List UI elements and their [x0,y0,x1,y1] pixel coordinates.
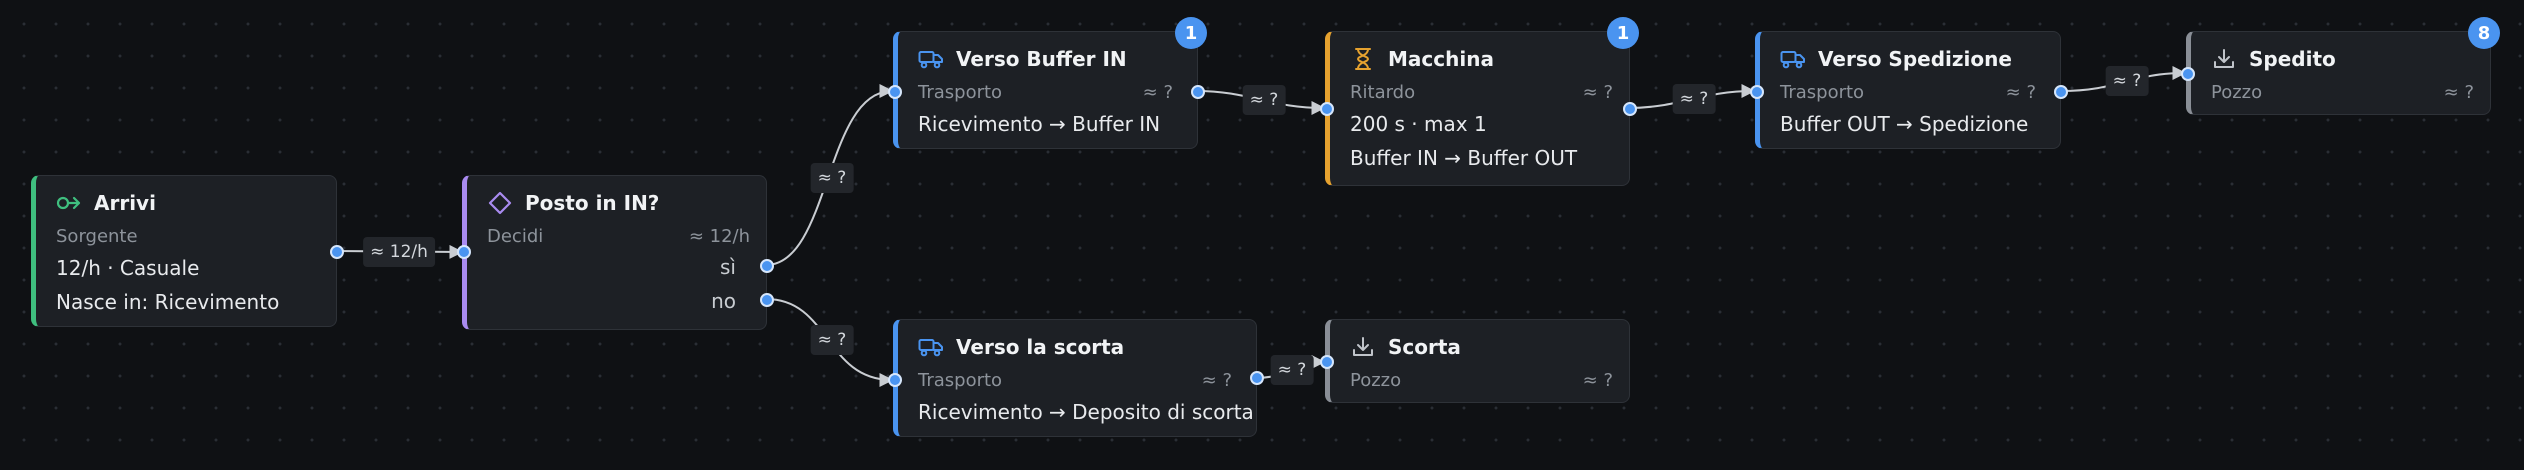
truck-icon [918,335,944,359]
node-type: Ritardo [1350,82,1416,103]
output-port[interactable] [2054,85,2068,99]
node-posto-in-in[interactable]: Posto in IN? Decidi ≈ 12/h sì no [457,175,774,330]
node-route-line: Buffer IN → Buffer OUT [1350,146,1578,170]
output-port-no[interactable] [760,293,774,307]
node-rate: ≈ 12/h [688,226,750,247]
output-label-no: no [711,289,736,313]
node-route-line: Ricevimento → Deposito di scorta [918,400,1254,424]
output-port[interactable] [1191,85,1205,99]
input-port[interactable] [1320,102,1334,116]
node-verso-buffer-in[interactable]: Verso Buffer IN Trasporto ≈ ? Riceviment… [888,17,1207,149]
input-port[interactable] [888,85,902,99]
node-rate: ≈ ? [1582,370,1613,391]
output-port[interactable] [1623,102,1637,116]
edge-label-scorta-scortasink: ≈ ? [1270,355,1314,385]
node-route-line: Buffer OUT → Spedizione [1780,112,2029,136]
truck-icon [918,47,944,71]
sink-download-icon [1350,335,1376,359]
sink-download-icon [2211,47,2237,71]
node-delay-line: 200 s · max 1 [1350,112,1487,136]
node-verso-spedizione[interactable]: Verso Spedizione Trasporto ≈ ? Buffer OU… [1750,31,2068,149]
node-type: Pozzo [1350,370,1402,391]
node-title: Scorta [1388,335,1461,359]
count-badge: 8 [2468,17,2500,49]
output-label-yes: sì [720,255,736,279]
count-badge: 1 [1607,17,1639,49]
input-port[interactable] [2181,67,2195,81]
count-badge: 1 [1175,17,1207,49]
node-rate-line: 12/h · Casuale [56,256,200,280]
edge-label-macchina-spedizione: ≈ ? [1672,84,1716,114]
node-title: Arrivi [94,191,156,215]
decision-diamond-icon [487,191,513,215]
node-type: Sorgente [56,226,138,247]
output-port-yes[interactable] [760,259,774,273]
node-spedito[interactable]: Spedito Pozzo ≈ ? 8 [2181,17,2500,115]
input-port[interactable] [457,245,471,259]
node-origin-line: Nasce in: Ricevimento [56,290,280,314]
node-title: Macchina [1388,47,1494,71]
node-type: Trasporto [1780,82,1865,103]
node-type: Trasporto [918,370,1003,391]
node-rate: ≈ ? [2443,82,2474,103]
edge-label-posto-scorta: ≈ ? [810,325,854,355]
output-port[interactable] [1250,371,1264,385]
node-title: Spedito [2249,47,2336,71]
node-title: Verso Buffer IN [956,47,1127,71]
node-type: Decidi [487,226,544,247]
node-macchina[interactable]: Macchina Ritardo ≈ ? 200 s · max 1 Buffe… [1320,17,1639,186]
node-title: Verso la scorta [956,335,1125,359]
output-port[interactable] [330,245,344,259]
edge-label-buffer-macchina: ≈ ? [1242,85,1286,115]
input-port[interactable] [1750,85,1764,99]
node-title: Posto in IN? [525,191,660,215]
hourglass-icon [1350,47,1376,71]
node-rate: ≈ ? [1582,82,1613,103]
node-rate: ≈ ? [1201,370,1232,391]
node-title: Verso Spedizione [1818,47,2012,71]
edge-label-spedizione-spedito: ≈ ? [2105,66,2149,96]
input-port[interactable] [888,373,902,387]
node-arrivi[interactable]: Arrivi Sorgente 12/h · Casuale Nasce in:… [31,175,344,327]
input-port[interactable] [1320,355,1334,369]
node-type: Trasporto [918,82,1003,103]
edge-label-arrivi-posto: ≈ 12/h [363,237,435,267]
node-route-line: Ricevimento → Buffer IN [918,112,1161,136]
source-arrow-icon [56,191,82,215]
edge-label-posto-buffer: ≈ ? [810,163,854,193]
node-type: Pozzo [2211,82,2263,103]
node-verso-la-scorta[interactable]: Verso la scorta Trasporto ≈ ? Riceviment… [888,319,1264,437]
node-rate: ≈ ? [1142,82,1173,103]
node-scorta[interactable]: Scorta Pozzo ≈ ? [1320,319,1630,403]
node-rate: ≈ ? [2005,82,2036,103]
truck-icon [1780,47,1806,71]
